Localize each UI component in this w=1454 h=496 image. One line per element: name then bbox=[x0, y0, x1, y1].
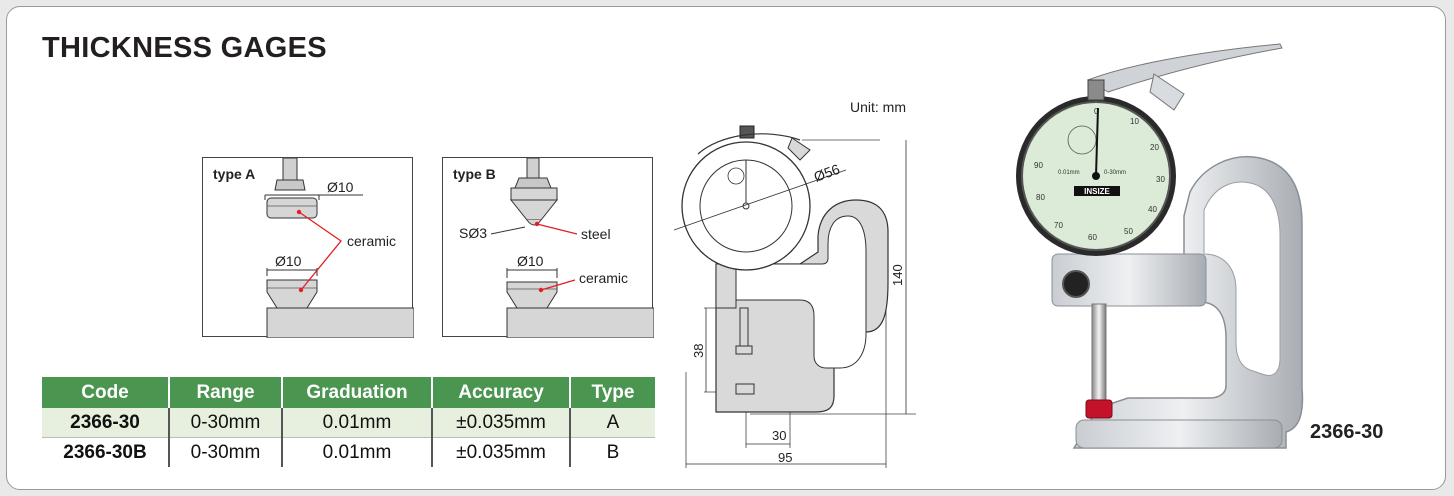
dial-scale: 0-30mm bbox=[1104, 170, 1126, 176]
throat-dim: 38 bbox=[691, 344, 706, 358]
cell-range: 0-30mm bbox=[169, 408, 283, 438]
cell-type: B bbox=[570, 437, 655, 467]
type-a-dia-top: Ø10 bbox=[327, 179, 354, 195]
cell-graduation: 0.01mm bbox=[282, 408, 433, 438]
dial-diameter-label: Ø56 bbox=[812, 161, 843, 185]
col-code: Code bbox=[42, 377, 170, 408]
dial-number: 50 bbox=[1124, 227, 1133, 236]
cell-code: 2366-30B bbox=[42, 437, 170, 467]
cell-range: 0-30mm bbox=[169, 437, 283, 467]
product-photo: 0 10 20 30 40 50 60 70 80 90 0-30mm 0.01… bbox=[1016, 43, 1304, 449]
col-type: Type bbox=[570, 377, 655, 408]
dial-number: 60 bbox=[1088, 233, 1097, 242]
height-dim: 140 bbox=[890, 264, 905, 286]
col-accuracy: Accuracy bbox=[432, 377, 571, 408]
unit-label: Unit: mm bbox=[850, 99, 906, 115]
dial-numbers: 0 10 20 30 40 50 60 70 80 90 bbox=[1034, 107, 1165, 242]
col-range: Range bbox=[169, 377, 283, 408]
type-a-material: ceramic bbox=[347, 233, 396, 249]
type-a-dia-bottom: Ø10 bbox=[275, 253, 302, 269]
dial-number: 0 bbox=[1094, 107, 1099, 116]
type-b-panel: type B SØ3 steel Ø10 ceramic bbox=[442, 157, 654, 338]
cell-accuracy: ±0.035mm bbox=[432, 437, 571, 467]
dial-number: 70 bbox=[1054, 221, 1063, 230]
type-a-panel: type A Ø10 Ø10 ceramic bbox=[202, 157, 414, 338]
cell-accuracy: ±0.035mm bbox=[432, 408, 571, 438]
spec-table: Code Range Graduation Accuracy Type 2366… bbox=[42, 377, 655, 467]
table-header-row: Code Range Graduation Accuracy Type bbox=[42, 377, 655, 408]
type-b-material-top: steel bbox=[581, 226, 611, 242]
type-b-dia-bottom: Ø10 bbox=[517, 253, 544, 269]
brand-logo: INSIZE bbox=[1084, 187, 1110, 196]
dial-grad: 0.01mm bbox=[1058, 170, 1080, 176]
type-a-diagram: Ø10 Ø10 ceramic bbox=[264, 158, 414, 338]
table-row: 2366-30B 0-30mm 0.01mm ±0.035mm B bbox=[42, 437, 655, 467]
type-b-sphere: SØ3 bbox=[459, 225, 487, 241]
type-b-diagram: SØ3 steel Ø10 ceramic bbox=[459, 158, 654, 338]
dial-number: 90 bbox=[1034, 161, 1043, 170]
dial-number: 20 bbox=[1150, 143, 1159, 152]
type-a-label: type A bbox=[213, 166, 256, 182]
dial-number: 10 bbox=[1130, 117, 1139, 126]
dimension-drawing: Ø56 38 140 30 95 bbox=[673, 125, 916, 468]
page-title: THICKNESS GAGES bbox=[42, 32, 327, 64]
cell-type: A bbox=[570, 408, 655, 438]
type-b-material-bottom: ceramic bbox=[579, 270, 628, 286]
dial-number: 80 bbox=[1036, 193, 1045, 202]
cell-code: 2366-30 bbox=[42, 408, 170, 438]
cell-graduation: 0.01mm bbox=[282, 437, 433, 467]
depth-dim: 30 bbox=[772, 428, 786, 443]
width-dim: 95 bbox=[778, 450, 792, 465]
type-b-label: type B bbox=[453, 166, 496, 182]
col-graduation: Graduation bbox=[282, 377, 433, 408]
dial-number: 30 bbox=[1156, 175, 1165, 184]
dial-number: 40 bbox=[1148, 205, 1157, 214]
model-label: 2366-30 bbox=[1310, 421, 1384, 443]
table-row: 2366-30 0-30mm 0.01mm ±0.035mm A bbox=[42, 408, 655, 438]
